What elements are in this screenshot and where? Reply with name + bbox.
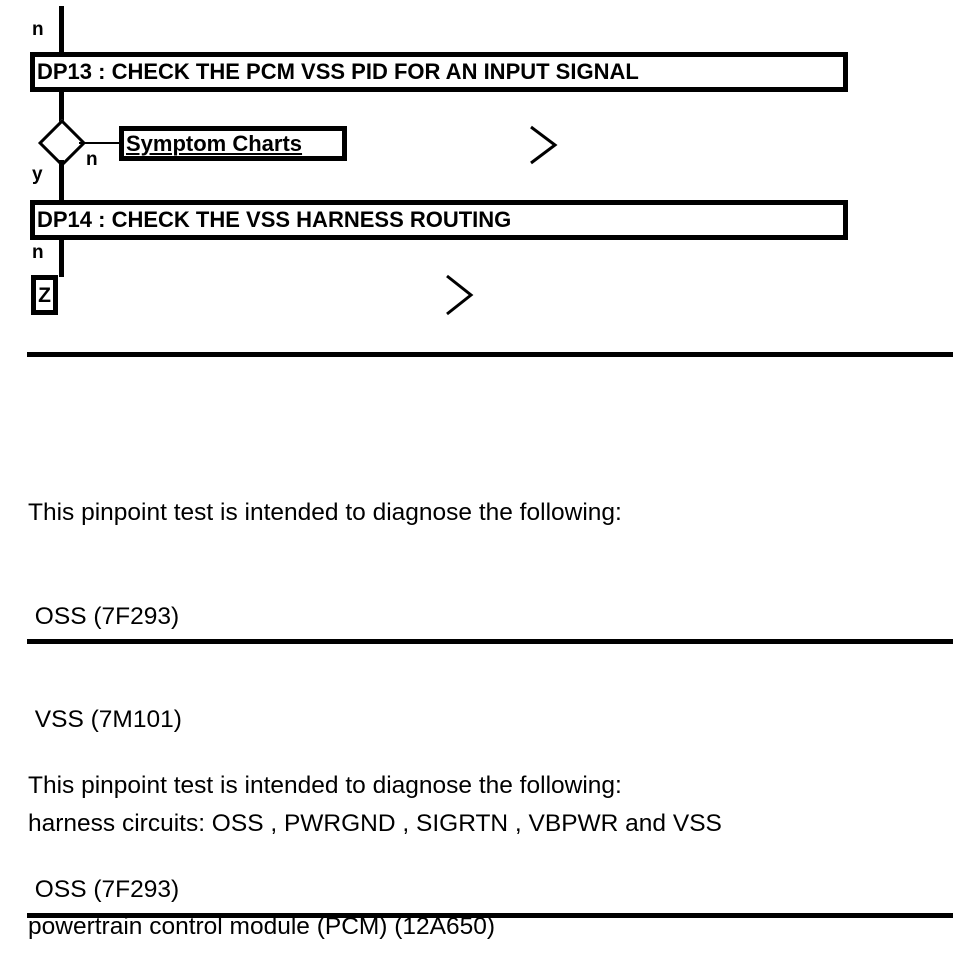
section-divider-1 xyxy=(27,352,953,357)
branch-label-connector-no: n xyxy=(32,242,44,263)
branch-label-decision-yes: y xyxy=(32,164,43,185)
step-box-dp14[interactable]: DP14 : CHECK THE VSS HARNESS ROUTING xyxy=(30,200,848,240)
step-label-dp13: DP13 : CHECK THE PCM VSS PID FOR AN INPU… xyxy=(37,59,639,84)
description-line: OSS (7F293) xyxy=(28,875,180,903)
flow-line-decision-to-dp14 xyxy=(59,160,64,200)
branch-label-top: n xyxy=(32,19,44,40)
flow-line-top xyxy=(59,6,64,52)
flow-line-decision-to-symptom-charts xyxy=(79,142,121,144)
description-line: This pinpoint test is intended to diagno… xyxy=(28,772,622,799)
flow-line-dp14-to-connector xyxy=(59,240,64,277)
connector-box-z[interactable]: Z xyxy=(31,275,58,315)
reference-box-symptom-charts[interactable]: Symptom Charts xyxy=(119,126,347,161)
step-label-dp14: DP14 : CHECK THE VSS HARNESS ROUTING xyxy=(37,207,512,232)
chevron-right-icon-2 xyxy=(443,272,477,318)
description-line: VSS (7M101) xyxy=(28,706,182,733)
section-divider-3 xyxy=(27,913,953,918)
flow-line-dp13-to-decision xyxy=(59,92,64,128)
pinpoint-test-description-2: This pinpoint test is intended to diagno… xyxy=(28,700,928,964)
chevron-right-icon-1 xyxy=(527,123,561,167)
connector-box-label: Z xyxy=(38,283,51,307)
description-line: OSS (7F293) xyxy=(28,602,180,630)
description-line: harness circuits: OSS , PWRGND , SIGRTN … xyxy=(28,809,722,837)
branch-label-decision-no: n xyxy=(86,149,98,170)
step-box-dp13[interactable]: DP13 : CHECK THE PCM VSS PID FOR AN INPU… xyxy=(30,52,848,92)
pinpoint-test-description-1: This pinpoint test is intended to diagno… xyxy=(28,427,928,964)
section-divider-2 xyxy=(27,639,953,644)
reference-box-label: Symptom Charts xyxy=(126,130,303,156)
description-line: This pinpoint test is intended to diagno… xyxy=(28,499,622,526)
